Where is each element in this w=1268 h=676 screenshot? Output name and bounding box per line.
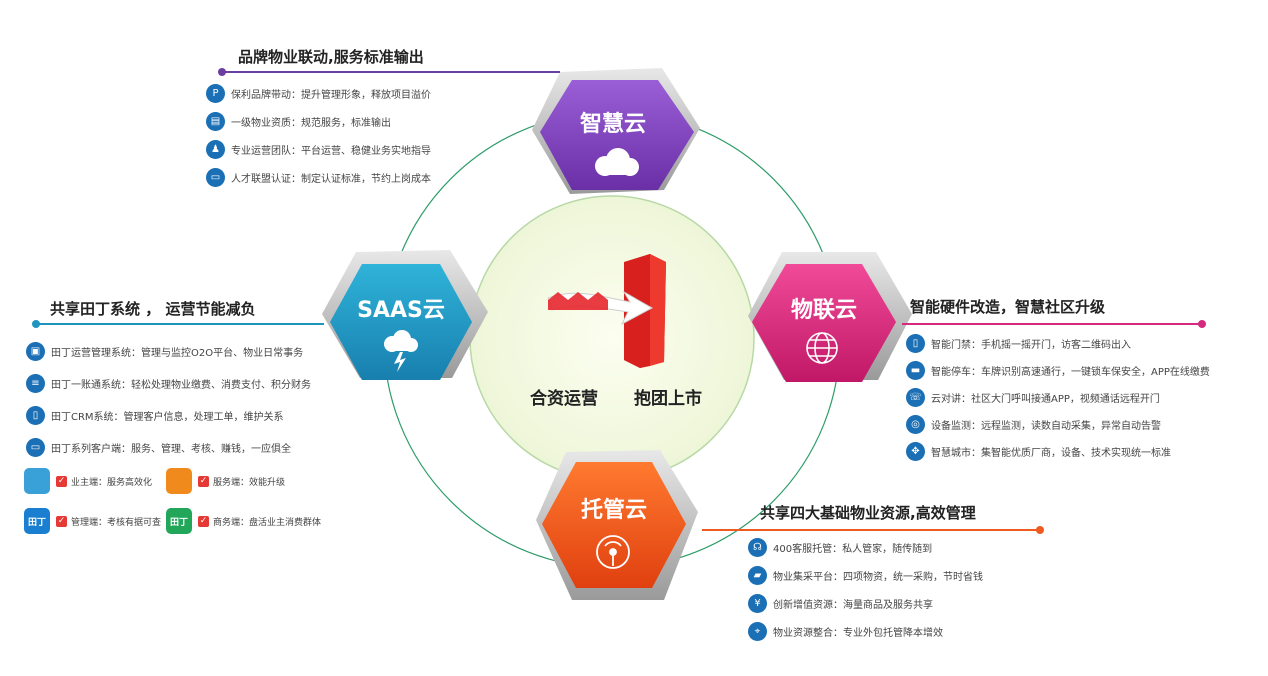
growth-arrow-icon (547, 254, 666, 368)
center-circle (469, 195, 755, 481)
left-item-2: ≡ 田丁一账通系统：轻松处理物业缴费、消费支付、积分财务 (26, 374, 311, 393)
check-icon: ✓ (198, 515, 209, 527)
broadcast-icon (596, 535, 630, 569)
car-icon: ▬ (906, 361, 925, 380)
door-icon: ▯ (906, 334, 925, 353)
globe-icon (806, 332, 838, 364)
app-service: ✓ 服务端：效能升级 (166, 468, 285, 494)
check-icon: ✓ (56, 515, 67, 527)
top-left-item-3: ♟ 专业运营团队：平台运营、稳健业务实地指导 (206, 140, 431, 159)
right-item-3-text: 云对讲：社区大门呼叫接通APP，视频通话远程开门 (931, 394, 1160, 405)
top-left-item-2-text: 一级物业资质：规范服务，标准输出 (231, 118, 391, 129)
right-item-2: ▬ 智能停车：车牌识别高速通行，一键锁车保安全，APP在线缴费 (906, 361, 1210, 380)
app-owner-text: 业主端：服务高效化 (71, 477, 153, 488)
center-left-text: 合资运营 (530, 389, 598, 409)
app-manager: 田丁 ✓ 管理端：考核有据可查 (24, 508, 161, 534)
business-app-icon: 田丁 (166, 508, 192, 534)
manager-app-icon: 田丁 (24, 508, 50, 534)
left-title: 共享田丁系统 ， 运营节能减负 (50, 300, 256, 318)
center-right-text: 抱团上市 (634, 389, 702, 409)
left-item-3: ▯ 田丁CRM系统：管理客户信息，处理工单，维护关系 (26, 406, 284, 425)
app-business: 田丁 ✓ 商务端：盘活业主消费群体 (166, 508, 321, 534)
right-item-4-text: 设备监测：远程监测，读数自动采集，异常自动告警 (931, 421, 1161, 432)
headset-icon: ☊ (748, 538, 767, 557)
intercom-icon: ☏ (906, 388, 925, 407)
left-item-4-text: 田丁系列客户端：服务、管理、考核、赚钱，一应俱全 (51, 444, 291, 455)
bottom-right-item-4-text: 物业资源整合：专业外包托管降本增效 (773, 628, 943, 639)
hex-label-zhihuiyun: 智慧云 (579, 112, 646, 137)
bottom-right-title: 共享四大基础物业资源,高效管理 (760, 504, 976, 522)
layers-icon: ≡ (26, 374, 45, 393)
bottom-right-item-3-text: 创新增值资源：海量商品及服务共享 (773, 600, 933, 611)
bottom-right-item-1: ☊ 400客服托管：私人管家，随传随到 (748, 538, 932, 557)
system-icon: ▣ (26, 342, 45, 361)
hexagon-zhihuiyun[interactable] (532, 68, 700, 194)
check-icon: ✓ (56, 475, 67, 487)
monitor-search-icon: ◎ (906, 415, 925, 434)
right-item-3: ☏ 云对讲：社区大门呼叫接通APP，视频通话远程开门 (906, 388, 1160, 407)
left-item-2-text: 田丁一账通系统：轻松处理物业缴费、消费支付、积分财务 (51, 380, 311, 391)
hexagon-tuoguanyun[interactable] (536, 450, 698, 600)
value-icon: ¥ (748, 594, 767, 613)
app-owner: ✓ 业主端：服务高效化 (24, 468, 152, 494)
left-item-3-text: 田丁CRM系统：管理客户信息，处理工单，维护关系 (51, 412, 284, 423)
app-business-text: 商务端：盘活业主消费群体 (213, 517, 322, 528)
left-item-1: ▣ 田丁运营管理系统：管理与监控O2O平台、物业日常事务 (26, 342, 303, 361)
bottom-right-dot (1036, 526, 1044, 534)
bottom-right-item-2-text: 物业集采平台：四项物资，统一采购，节时省钱 (773, 572, 983, 583)
right-title: 智能硬件改造，智慧社区升级 (910, 298, 1106, 316)
right-item-2-text: 智能停车：车牌识别高速通行，一键锁车保安全，APP在线缴费 (931, 367, 1210, 378)
right-item-4: ◎ 设备监测：远程监测，读数自动采集，异常自动告警 (906, 415, 1161, 434)
top-left-item-2: ▤ 一级物业资质：规范服务，标准输出 (206, 112, 391, 131)
bottom-right-item-1-text: 400客服托管：私人管家，随传随到 (773, 544, 933, 555)
document-icon: ▤ (206, 112, 225, 131)
right-dot (1198, 320, 1206, 328)
cloud-lightning-icon (384, 330, 418, 372)
right-item-5-text: 智慧城市：集智能优质厂商，设备、技术实现统一标准 (931, 448, 1171, 459)
left-dot (32, 320, 40, 328)
left-item-1-text: 田丁运营管理系统：管理与监控O2O平台、物业日常事务 (51, 348, 304, 359)
bottom-right-item-2: ▰ 物业集采平台：四项物资，统一采购，节时省钱 (748, 566, 983, 585)
left-item-4: ▭ 田丁系列客户端：服务、管理、考核、赚钱，一应俱全 (26, 438, 291, 457)
hex-label-tuoguanyun: 托管云 (580, 498, 647, 523)
right-item-5: ✥ 智慧城市：集智能优质厂商，设备、技术实现统一标准 (906, 442, 1171, 461)
top-left-title: 品牌物业联动,服务标准输出 (238, 48, 424, 66)
cloud-icon (595, 148, 639, 176)
location-icon: ⌖ (748, 622, 767, 641)
service-app-icon (166, 468, 192, 494)
top-left-item-3-text: 专业运营团队：平台运营、稳健业务实地指导 (231, 146, 431, 157)
p-logo-icon: P (206, 84, 225, 103)
phone-icon: ▯ (26, 406, 45, 425)
bottom-right-item-4: ⌖ 物业资源整合：专业外包托管降本增效 (748, 622, 943, 641)
bottom-right-item-3: ¥ 创新增值资源：海量商品及服务共享 (748, 594, 933, 613)
top-left-dot (218, 68, 226, 76)
owner-app-icon (24, 468, 50, 494)
hex-label-wulianyun: 物联云 (790, 298, 857, 323)
certificate-icon: ▭ (206, 168, 225, 187)
top-left-item-4: ▭ 人才联盟认证：制定认证标准，节约上岗成本 (206, 168, 431, 187)
network-icon: ✥ (906, 442, 925, 461)
top-left-item-1: P 保利品牌带动：提升管理形象，释放项目溢价 (206, 84, 431, 103)
right-item-1-text: 智能门禁：手机摇一摇开门，访客二维码出入 (931, 340, 1131, 351)
top-left-item-1-text: 保利品牌带动：提升管理形象，释放项目溢价 (231, 90, 431, 101)
team-icon: ♟ (206, 140, 225, 159)
truck-icon: ▰ (748, 566, 767, 585)
hexagon-wulianyun[interactable] (748, 252, 912, 382)
hexagon-saas[interactable] (322, 250, 488, 380)
check-icon: ✓ (198, 475, 209, 487)
right-item-1: ▯ 智能门禁：手机摇一摇开门，访客二维码出入 (906, 334, 1131, 353)
hex-label-saas: SAAS云 (357, 298, 445, 323)
app-manager-text: 管理端：考核有据可查 (71, 517, 162, 528)
app-service-text: 服务端：效能升级 (213, 477, 286, 488)
monitor-icon: ▭ (26, 438, 45, 457)
top-left-item-4-text: 人才联盟认证：制定认证标准，节约上岗成本 (231, 174, 431, 185)
